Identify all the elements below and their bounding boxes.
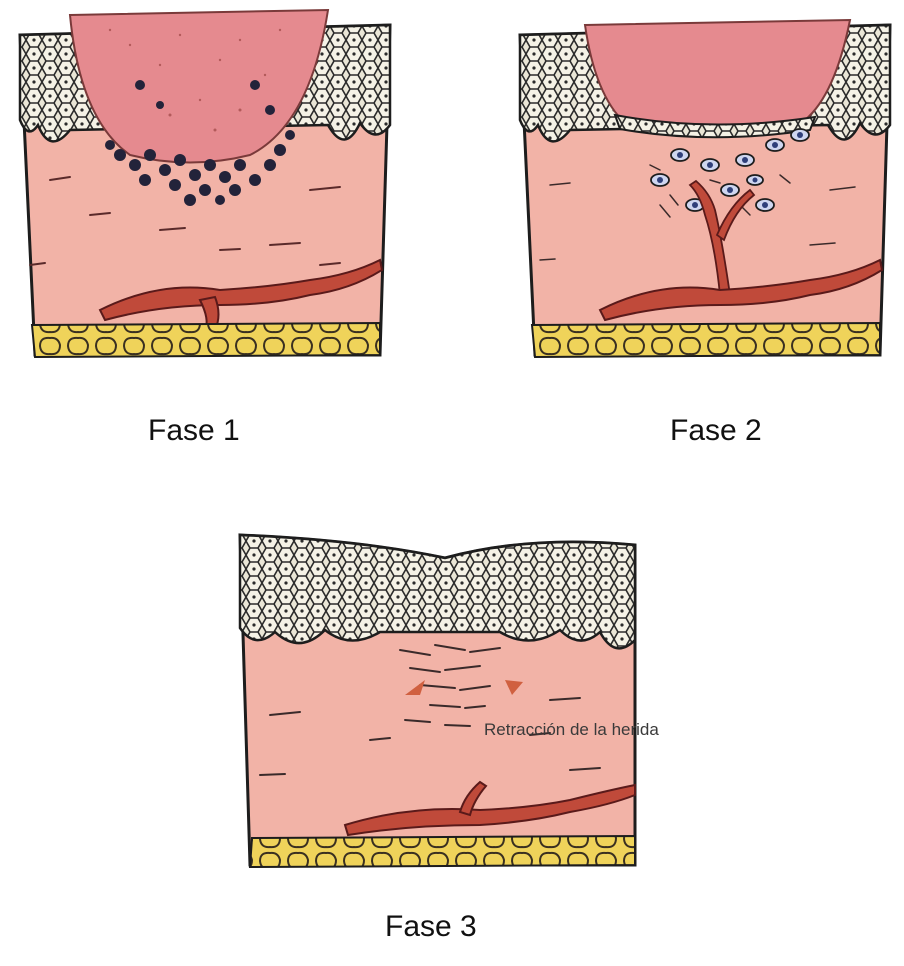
- fat-layer: [532, 323, 880, 357]
- epidermis-layer: [240, 535, 635, 648]
- phase-3-illustration: [230, 520, 650, 880]
- fat-layer: [32, 323, 380, 357]
- phase-2-diagram: [510, 5, 900, 365]
- caption-phase-3: Fase 3: [385, 910, 477, 944]
- phase-3-diagram: [230, 520, 650, 880]
- phase-2-illustration: [510, 5, 900, 365]
- blood-clot: [585, 20, 850, 126]
- caption-phase-1: Fase 1: [148, 414, 240, 448]
- phase-1-diagram: [10, 5, 400, 365]
- wound-retraction-label: Retracción de la herida: [484, 720, 659, 740]
- fat-layer: [250, 836, 635, 867]
- phase-1-illustration: [10, 5, 400, 365]
- caption-phase-2: Fase 2: [670, 414, 762, 448]
